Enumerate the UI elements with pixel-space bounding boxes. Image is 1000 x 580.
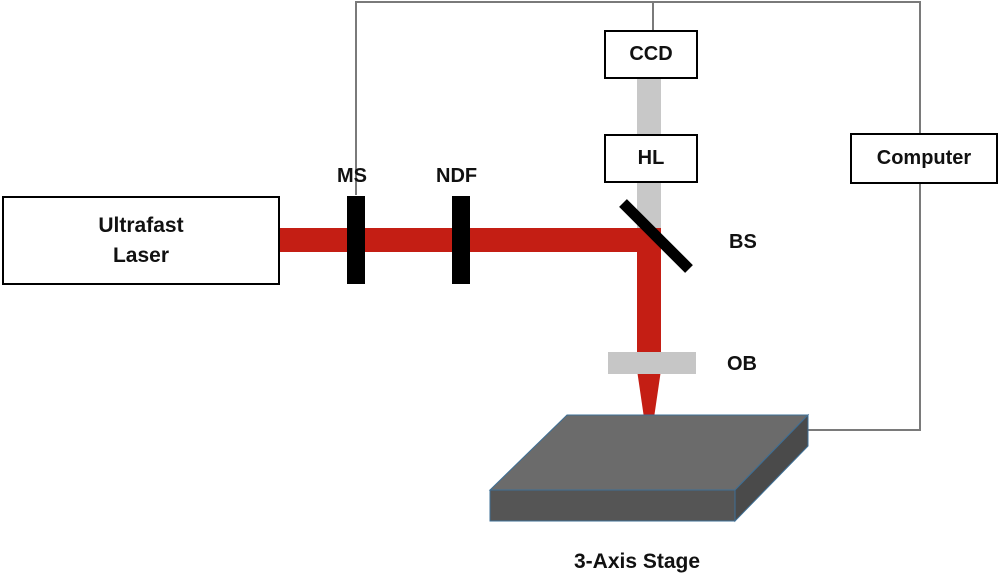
stage-front-face [489, 489, 736, 522]
objective-lens [608, 352, 696, 374]
laser-beam-focus [637, 370, 661, 452]
wire-ms-to-computer [355, 1, 921, 195]
ob-label: OB [727, 353, 757, 375]
ms-label: MS [337, 165, 367, 187]
wire-computer-to-stage [808, 183, 921, 431]
stage-label: 3-Axis Stage [574, 550, 701, 573]
ccd-box: CCD [604, 30, 698, 79]
ndf-label: NDF [436, 165, 478, 187]
imaging-beam-ccd-hl [637, 78, 661, 136]
computer-box: Computer [850, 133, 998, 184]
bs-label: BS [729, 231, 757, 253]
stage-side-face [734, 413, 809, 523]
laser-beam-vertical [637, 228, 661, 370]
mechanical-shutter [347, 196, 365, 284]
hl-box: HL [604, 134, 698, 183]
neutral-density-filter [452, 196, 470, 284]
ultrafast-laser-box: Ultrafast Laser [2, 196, 280, 285]
beam-splitter [619, 199, 693, 273]
